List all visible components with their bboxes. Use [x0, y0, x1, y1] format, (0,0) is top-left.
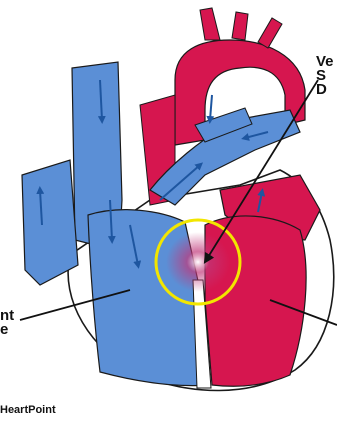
- inferior-vena-cava: [22, 160, 78, 285]
- vsd-label-line-3: D: [316, 83, 334, 97]
- septal-defect-mixing: [166, 232, 230, 292]
- right-ventricle-label: nt e: [0, 309, 14, 337]
- aortic-branch-3: [258, 18, 282, 48]
- vsd-label: Ve S D: [316, 55, 334, 97]
- flow-arrow: [210, 95, 212, 120]
- aortic-branch-2: [232, 12, 248, 40]
- credit-text: HeartPoint: [0, 404, 56, 416]
- aortic-branch-1: [200, 8, 220, 40]
- rv-label-line-2: e: [0, 323, 14, 337]
